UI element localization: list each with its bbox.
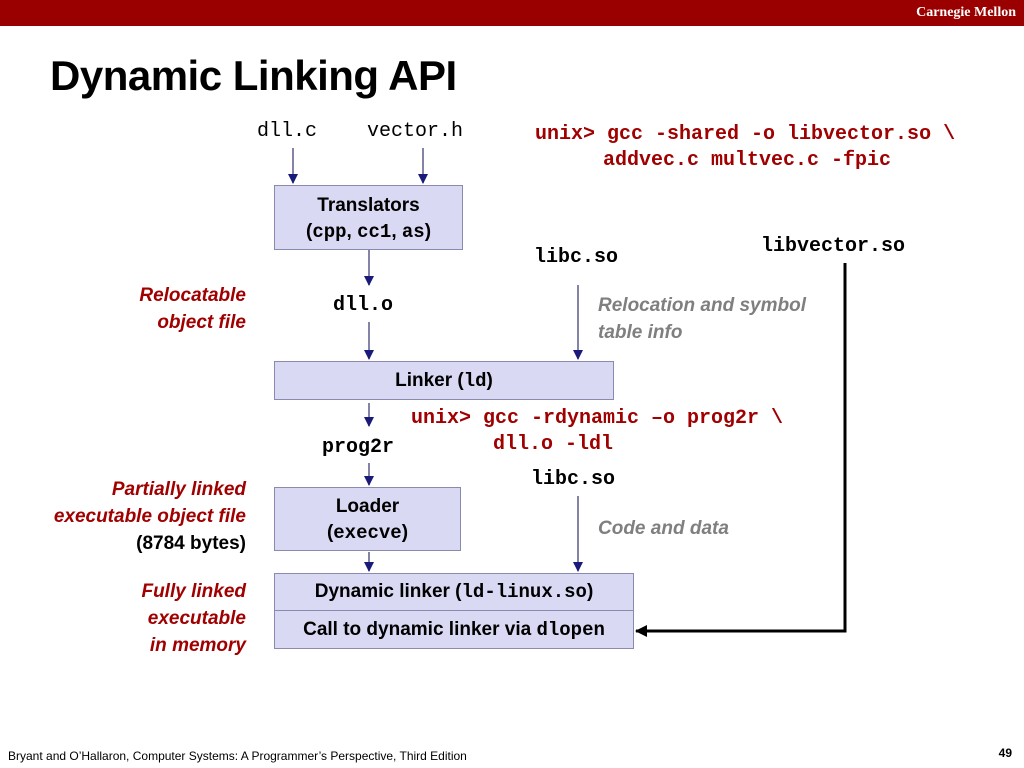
libc-so-label: libc.so	[534, 246, 619, 269]
page-number: 49	[998, 746, 1012, 760]
translators-tools: (cpp, cc1, as)	[305, 221, 432, 243]
relocation-info-label: Relocation and symbol table info	[598, 295, 806, 343]
relocatable-object-label: Relocatable object file	[139, 285, 246, 333]
translators-box: Translators (cpp, cc1, as)	[274, 185, 463, 250]
command-rdynamic-line1: unix> gcc -rdynamic –o prog2r \	[411, 407, 784, 430]
libvector-so-label: libvector.so	[761, 235, 906, 258]
file-size-label: (8784 bytes)	[136, 533, 246, 554]
brand-label: Carnegie Mellon	[916, 5, 1016, 20]
loader-box: Loader (execve)	[274, 487, 461, 551]
footer-citation: Bryant and O’Hallaron, Computer Systems:…	[8, 749, 467, 763]
page-title: Dynamic Linking API	[50, 52, 457, 99]
fully-linked-label: Fully linked executable in memory	[141, 581, 246, 656]
arrow-libvector-dlopen	[635, 263, 847, 637]
command-shared-line1: unix> gcc -shared -o libvector.so \	[535, 123, 956, 146]
input-vector-h: vector.h	[367, 120, 464, 143]
code-and-data-label: Code and data	[598, 518, 729, 539]
dll-o-label: dll.o	[333, 294, 394, 317]
command-rdynamic-line2: dll.o -ldl	[493, 433, 614, 456]
dlopen-call-box: Call to dynamic linker via dlopen	[274, 610, 634, 649]
header-bar: Carnegie Mellon	[0, 0, 1024, 26]
command-shared-line2: addvec.c multvec.c -fpic	[603, 149, 892, 172]
partially-linked-label: Partially linked executable object file …	[20, 476, 246, 557]
libc-so-label-2: libc.so	[531, 468, 616, 491]
linker-box: Linker (ld)	[274, 361, 614, 400]
translators-title: Translators	[317, 195, 420, 216]
input-dll-c: dll.c	[257, 120, 318, 143]
dynamic-linker-box: Dynamic linker (ld-linux.so)	[274, 573, 634, 611]
prog2r-label: prog2r	[322, 436, 395, 459]
